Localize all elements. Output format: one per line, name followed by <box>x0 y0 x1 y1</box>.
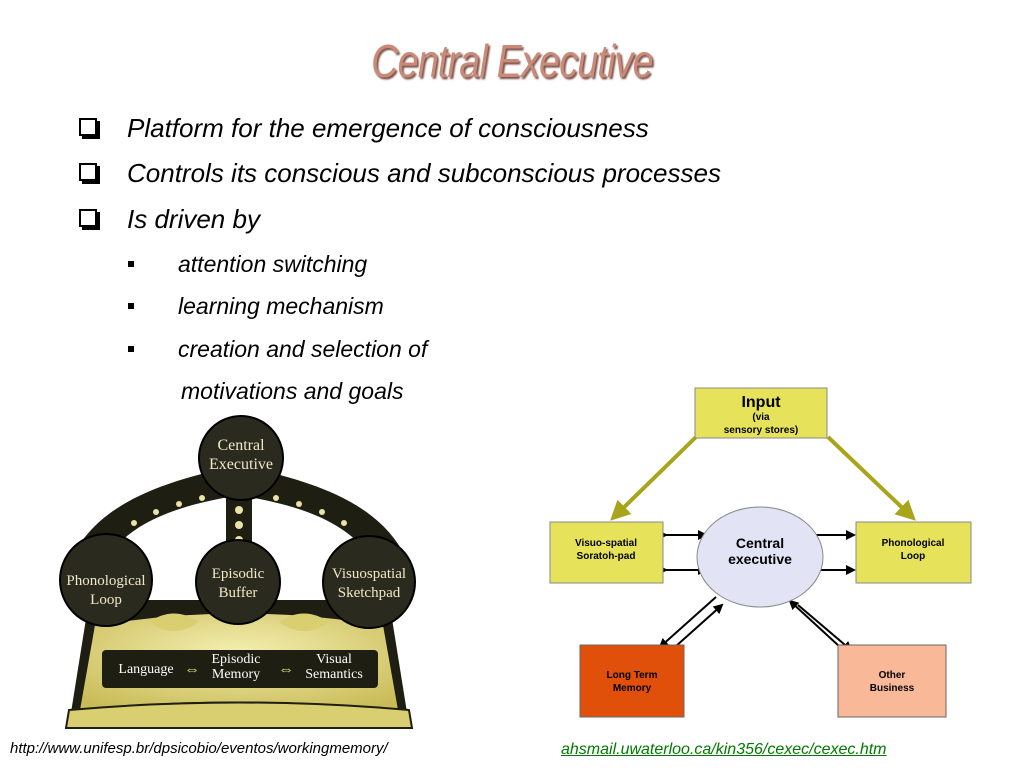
band-semantics-label: Semantics <box>305 667 363 682</box>
checkbox-bullet-icon <box>79 163 97 181</box>
band-arrow-icon: ⇔ <box>278 661 294 678</box>
bullet-item: Platform for the emergence of consciousn… <box>79 113 649 143</box>
visuospatial-sketchpad-sphere <box>322 535 416 629</box>
bullet-item: Controls its conscious and subconscious … <box>79 158 721 188</box>
visuospatial-box <box>549 521 664 584</box>
sub-bullet-text: attention switching <box>178 251 368 277</box>
crown-diagram: Central Executive Phonological Loop Epis… <box>59 415 416 729</box>
phonological-loop-sphere <box>59 533 153 627</box>
sphere-label: Loop <box>90 592 122 608</box>
working-memory-diagram: Input (via sensory stores) Visuo-spatial… <box>549 387 972 718</box>
sphere-label: Central <box>217 437 265 454</box>
sub-bullet-item: attention switching <box>128 250 367 278</box>
long-term-memory-box <box>579 644 685 718</box>
phonological-label: Phonological <box>882 538 945 549</box>
long-term-memory-label: Memory <box>613 683 652 694</box>
central-executive-label: executive <box>728 551 792 567</box>
sphere-label: Episodic <box>212 566 265 582</box>
square-bullet-icon <box>128 346 134 352</box>
band-semantics-label: Visual <box>316 652 352 667</box>
checkbox-bullet-icon <box>79 118 97 136</box>
sub-bullet-item: creation and selection of <box>128 335 427 363</box>
visuospatial-label: Soratoh-pad <box>577 551 636 562</box>
band-memory-label: Episodic <box>212 652 261 667</box>
input-label: Input <box>741 394 781 411</box>
input-box <box>694 387 828 439</box>
other-business-box <box>837 644 947 718</box>
input-label: (via <box>752 412 770 423</box>
input-label: sensory stores) <box>724 425 798 436</box>
square-bullet-icon <box>128 303 134 309</box>
episodic-buffer-sphere <box>195 539 281 625</box>
phonological-box <box>855 521 972 584</box>
source-link-right[interactable]: ahsmail.uwaterloo.ca/kin356/cexec/cexec.… <box>561 741 887 758</box>
sphere-label: Executive <box>209 456 273 473</box>
input-to-phonological-arrow <box>826 435 916 521</box>
bullet-text: Controls its conscious and subconscious … <box>127 158 721 188</box>
central-executive-label: Central <box>736 535 784 551</box>
other-business-label: Business <box>870 683 915 694</box>
visuospatial-label: Visuo-spatial <box>575 538 637 549</box>
sphere-label: Sketchpad <box>338 585 401 601</box>
sub-bullet-continuation: motivations and goals <box>181 378 404 404</box>
slide-title: Central Executive <box>371 35 653 87</box>
sphere-label: Phonological <box>66 573 145 589</box>
source-url-left: http://www.unifesp.br/dpsicobio/eventos/… <box>10 740 388 757</box>
other-business-label: Other <box>879 670 906 681</box>
sub-bullet-item: learning mechanism <box>128 292 384 320</box>
sphere-label: Buffer <box>219 585 258 601</box>
central-executive-ellipse <box>696 506 824 608</box>
square-bullet-icon <box>128 261 134 267</box>
band-arrow-icon: ⇔ <box>184 661 200 678</box>
sphere-label: Visuospatial <box>332 566 406 582</box>
band-memory-label: Memory <box>212 667 260 682</box>
long-term-memory-label: Long Term <box>607 670 658 681</box>
input-to-visuospatial-arrow <box>610 435 698 521</box>
sub-bullet-text: learning mechanism <box>178 293 384 319</box>
bullet-item: Is driven by <box>79 204 260 234</box>
sub-bullet-text: creation and selection of <box>178 336 428 362</box>
bullet-text: Is driven by <box>127 204 260 234</box>
central-executive-sphere <box>198 415 284 501</box>
phonological-label: Loop <box>901 551 925 562</box>
bullet-text: Platform for the emergence of consciousn… <box>127 113 649 143</box>
checkbox-bullet-icon <box>79 209 97 227</box>
crown-label-band <box>102 650 378 688</box>
band-language-label: Language <box>118 662 173 677</box>
